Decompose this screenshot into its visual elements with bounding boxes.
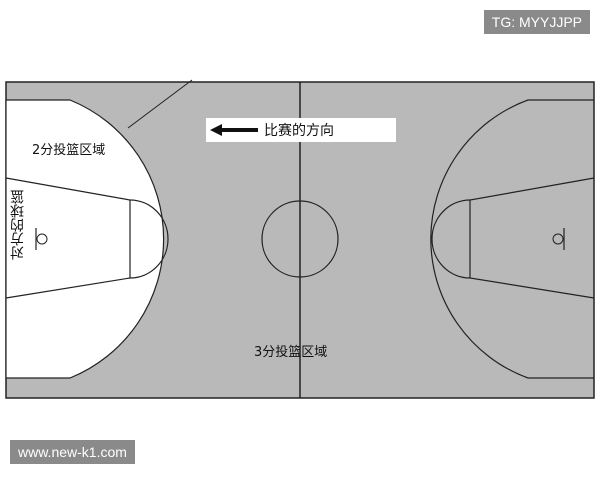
right-three-point-line [430,99,594,379]
left-two-point-zone [5,99,165,379]
watermark-top-right: TG: MYYJJPP [483,10,590,34]
pointer-line [127,79,193,129]
watermark-bottom-left: www.new-k1.com [10,440,135,464]
right-free-throw-arc [431,199,471,279]
right-hoop [552,233,564,245]
opponent-basket-label: 对方的球篮 [10,190,26,260]
left-key [5,177,131,299]
two-point-label: 2分投篮区域 [32,142,105,158]
right-key [469,177,595,299]
left-free-throw-arc [129,199,169,279]
center-circle [261,200,339,278]
three-point-label: 3分投篮区域 [254,344,327,360]
direction-of-play: 比赛的方向 [206,118,396,142]
direction-label: 比赛的方向 [264,123,334,139]
left-hoop [36,233,48,245]
arrow-left-icon [210,124,258,136]
